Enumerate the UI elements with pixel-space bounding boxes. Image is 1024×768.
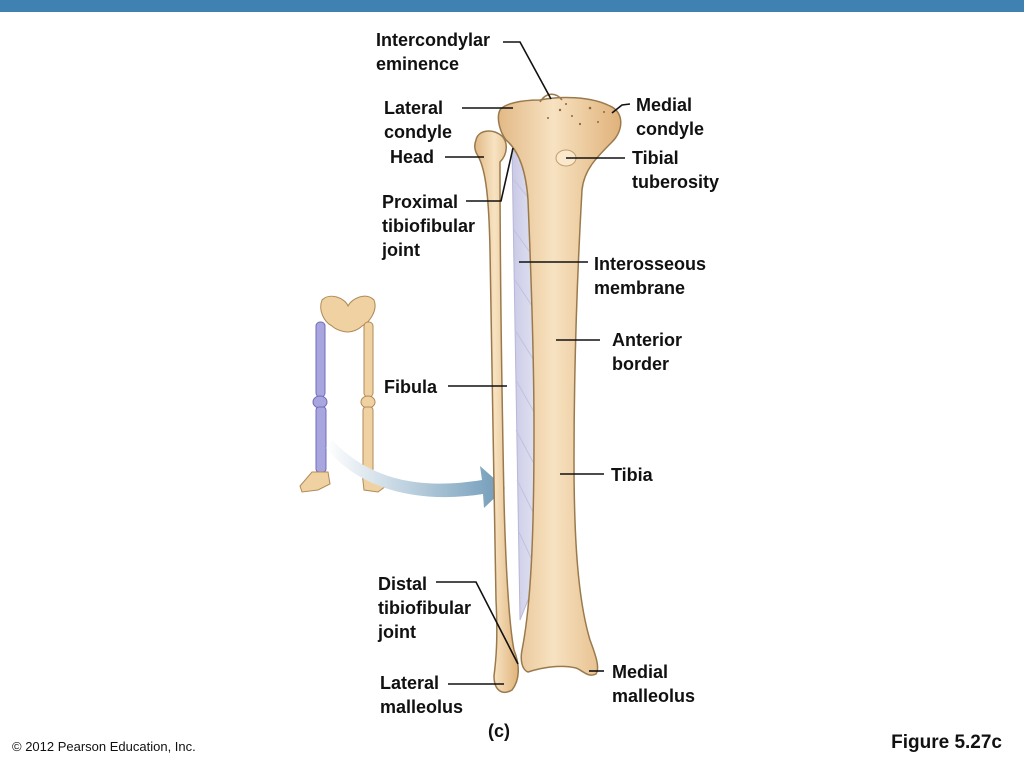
label-head: Head: [390, 147, 435, 167]
label-anterior-border: Anterior border: [612, 328, 682, 376]
label-lateral-malleolus: Lateral malleolus: [380, 671, 463, 719]
label-tibia: Tibia: [611, 465, 653, 485]
panel-label: (c): [488, 721, 510, 741]
label-fibula: Fibula: [384, 377, 437, 397]
leader-intercondylar-eminence: [503, 41, 552, 100]
tibia: [497, 96, 622, 676]
label-interosseous-membrane: Interosseous membrane: [594, 252, 706, 300]
highlighted-tibia: [315, 406, 327, 473]
highlighted-femur: [315, 321, 326, 398]
label-line: tibiofibular: [382, 216, 475, 236]
label-line: Lateral: [384, 98, 444, 118]
intercondylar-eminence: [539, 93, 563, 103]
label-proximal-tibiofibular-joint: Proximal tibiofibular joint: [382, 190, 475, 262]
label-line: Medial: [612, 662, 669, 682]
leader-distal-joint: [436, 581, 519, 665]
label-line: Lateral: [380, 673, 440, 693]
figure-number: Figure 5.27c: [891, 732, 1002, 753]
label-line: joint: [382, 240, 420, 260]
leader-medial-condyle: [611, 103, 631, 114]
label-line: tibiofibular: [378, 598, 471, 618]
fibula: [473, 130, 519, 694]
label-medial-malleolus: Medial malleolus: [612, 660, 695, 708]
pelvis: [320, 295, 376, 333]
label-lateral-condyle: Lateral condyle: [384, 96, 452, 144]
inset-tibia: [362, 406, 374, 473]
highlighted-knee: [312, 395, 328, 409]
highlighted-foot: [299, 471, 331, 493]
label-medial-condyle: Medial condyle: [636, 93, 704, 141]
label-line: condyle: [636, 119, 705, 139]
label-line: Interosseous: [594, 254, 707, 274]
label-line: malleolus: [612, 686, 696, 706]
plateau-texture: [547, 103, 605, 126]
copyright-notice: © 2012 Pearson Education, Inc.: [12, 739, 196, 754]
label-line: Tibial: [632, 148, 679, 168]
inset-femur: [363, 321, 374, 398]
label-line: condyle: [384, 122, 453, 142]
label-tibial-tuberosity: Tibial tuberosity: [632, 146, 719, 194]
label-line: joint: [378, 622, 416, 642]
label-line: Distal: [378, 574, 428, 594]
label-line: membrane: [594, 278, 686, 298]
label-distal-tibiofibular-joint: Distal tibiofibular joint: [378, 572, 471, 644]
label-line: tuberosity: [632, 172, 720, 192]
label-line: Intercondylar: [376, 30, 491, 50]
pointer-arrow: [326, 440, 505, 508]
label-line: eminence: [376, 54, 460, 74]
label-line: border: [612, 354, 670, 374]
label-line: Medial: [636, 95, 693, 115]
label-line: malleolus: [380, 697, 464, 717]
label-line: Proximal: [382, 192, 459, 212]
inset-knee: [360, 395, 376, 409]
top-accent-bar: [0, 0, 1024, 12]
label-line: Anterior: [612, 330, 683, 350]
leader-lines: [436, 41, 631, 685]
label-intercondylar-eminence: Intercondylar eminence: [376, 28, 490, 76]
leader-proximal-joint: [466, 147, 514, 202]
skeleton-inset: [299, 295, 387, 493]
